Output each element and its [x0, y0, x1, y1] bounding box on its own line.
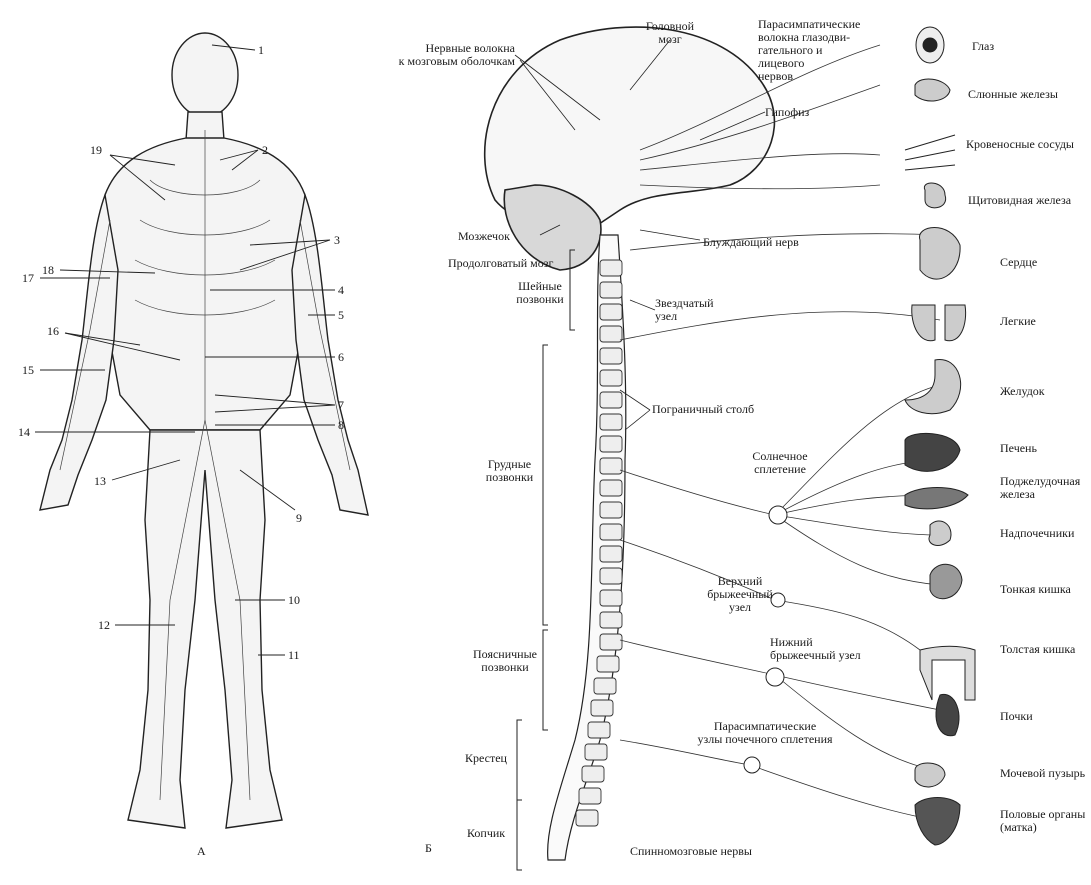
- organ-label-pancreas: Поджелудочная железа: [1000, 475, 1080, 501]
- organ-label-bladder: Мочевой пузырь: [1000, 767, 1085, 780]
- vertebra: [591, 700, 613, 716]
- label-solar-plexus: Солнечное сплетение: [735, 450, 825, 476]
- vertebra: [600, 414, 622, 430]
- label-spinal-nerves: Спинномозговые нервы: [630, 845, 752, 858]
- vertebra: [600, 590, 622, 606]
- label-lumbar-vertebrae: Поясничные позвонки: [470, 648, 540, 674]
- figure-a-number-4: 4: [338, 284, 344, 296]
- large-intestine-icon: [920, 646, 975, 700]
- vertebra: [594, 678, 616, 694]
- organ-label-small-intestine: Тонкая кишка: [1000, 583, 1071, 596]
- vertebra: [600, 282, 622, 298]
- organ-label-large-intestine: Толстая кишка: [1000, 643, 1075, 656]
- label-sacral-nodes: Парасимпатические узлы почечного сплетен…: [690, 720, 840, 746]
- label-pituitary: Гипофиз: [765, 106, 809, 119]
- label-sacrum: Крестец: [465, 752, 507, 765]
- figure-a-number-2: 2: [262, 144, 268, 156]
- organ-label-thyroid: Щитовидная железа: [968, 194, 1071, 207]
- figure-a-number-19: 19: [90, 144, 102, 156]
- vertebra: [600, 524, 622, 540]
- uterus-icon: [915, 798, 960, 846]
- label-coccyx: Копчик: [467, 827, 505, 840]
- vertebra: [597, 656, 619, 672]
- figure-a-number-13: 13: [94, 475, 106, 487]
- figure-a-number-5: 5: [338, 309, 344, 321]
- label-parasympathetic-fibers: Парасимпатические волокна глазодви- гате…: [758, 18, 860, 83]
- vertebra: [600, 348, 622, 364]
- vertebra: [600, 634, 622, 650]
- thyroid-icon: [924, 183, 945, 208]
- organ-label-heart: Сердце: [1000, 256, 1037, 269]
- adrenal-icon: [929, 521, 951, 545]
- figure-a-number-18: 18: [42, 264, 54, 276]
- panel-a-label: А: [197, 845, 206, 857]
- organ-label-liver: Печень: [1000, 442, 1037, 455]
- figure-a-number-12: 12: [98, 619, 110, 631]
- lungs-icon: [912, 305, 966, 341]
- label-inferior-mesenteric: Нижний брыжеечный узел: [770, 636, 861, 662]
- organ-label-kidneys: Почки: [1000, 710, 1033, 723]
- organ-label-stomach: Желудок: [1000, 385, 1045, 398]
- label-cerebellum: Мозжечок: [458, 230, 510, 243]
- organ-label-lungs: Легкие: [1000, 315, 1036, 328]
- label-stellate-ganglion: Звездчатый узел: [655, 297, 714, 323]
- pancreas-icon: [905, 488, 968, 509]
- organ-label-reproductive: Половые органы (матка): [1000, 808, 1085, 834]
- blood-vessels-icon: [905, 135, 955, 170]
- label-cervical-vertebrae: Шейные позвонки: [515, 280, 565, 306]
- figure-a-number-1: 1: [258, 44, 264, 56]
- vertebra: [579, 788, 601, 804]
- vertebra: [588, 722, 610, 738]
- label-medulla: Продолговатый мозг: [448, 257, 553, 270]
- label-nerve-fibers-meninges: Нервные волокна к мозговым оболочкам: [380, 42, 515, 68]
- salivary-gland-icon: [915, 79, 950, 101]
- figure-a-number-16: 16: [47, 325, 59, 337]
- vertebra: [600, 436, 622, 452]
- figure-a-number-11: 11: [288, 649, 300, 661]
- figure-a-number-3: 3: [334, 234, 340, 246]
- figure-a-number-15: 15: [22, 364, 34, 376]
- figure-a-number-7: 7: [338, 399, 344, 411]
- vertebra: [600, 326, 622, 342]
- brain: [485, 27, 775, 270]
- organ-icons: [905, 27, 975, 845]
- label-thoracic-vertebrae: Грудные позвонки: [482, 458, 537, 484]
- figure-a-number-6: 6: [338, 351, 344, 363]
- organ-label-eye: Глаз: [972, 40, 994, 53]
- kidney-icon: [936, 694, 959, 735]
- bladder-icon: [915, 763, 945, 787]
- figure-a-number-10: 10: [288, 594, 300, 606]
- figure-a-number-17: 17: [22, 272, 34, 284]
- vertebra: [600, 568, 622, 584]
- label-sympathetic-trunk: Пограничный столб: [652, 403, 754, 416]
- vertebra: [585, 744, 607, 760]
- label-vagus-nerve: Блуждающий нерв: [703, 236, 799, 249]
- liver-icon: [905, 433, 960, 471]
- organ-label-adrenal: Надпочечники: [1000, 527, 1074, 540]
- heart-icon: [920, 228, 961, 280]
- label-brain: Головной мозг: [640, 20, 700, 46]
- vertebra: [600, 502, 622, 518]
- vertebra: [576, 810, 598, 826]
- vertebra: [600, 458, 622, 474]
- vertebra: [600, 370, 622, 386]
- figure-a-number-14: 14: [18, 426, 30, 438]
- figure-a-number-9: 9: [296, 512, 302, 524]
- vertebra: [600, 480, 622, 496]
- label-superior-mesenteric: Верхний брыжеечный узел: [705, 575, 775, 614]
- small-intestine-icon: [930, 564, 962, 598]
- vertebra: [582, 766, 604, 782]
- figure-a-number-8: 8: [338, 419, 344, 431]
- organ-label-salivary: Слюнные железы: [968, 88, 1058, 101]
- vertebra: [600, 612, 622, 628]
- organ-label-blood-vessels: Кровеносные сосуды: [966, 138, 1074, 151]
- vertebra: [600, 304, 622, 320]
- panel-b-label: Б: [425, 842, 432, 854]
- vertebra: [600, 260, 622, 276]
- vertebra: [600, 546, 622, 562]
- stomach-icon: [905, 360, 961, 414]
- vertebra: [600, 392, 622, 408]
